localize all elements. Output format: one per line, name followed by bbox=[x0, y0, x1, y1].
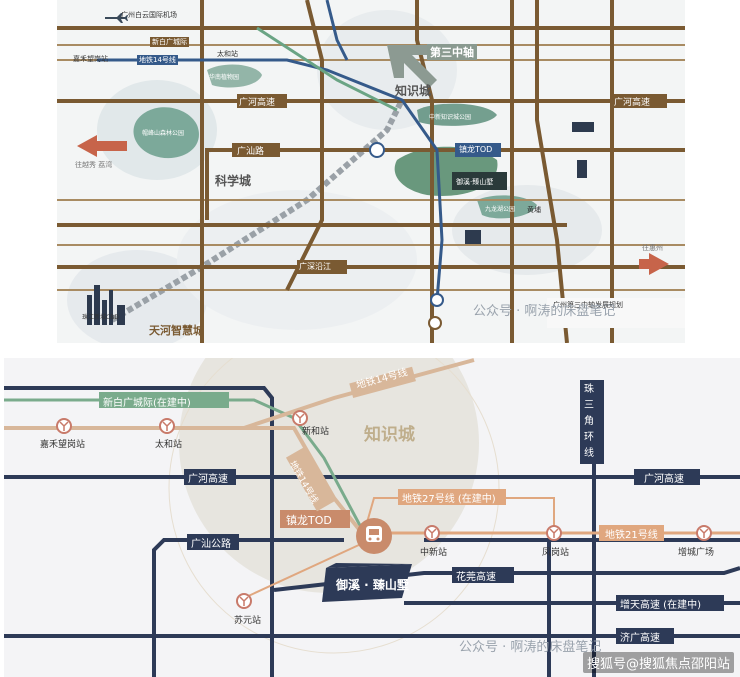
guanghe-label-east: 广河高速 bbox=[614, 98, 651, 108]
metro-station-icon bbox=[236, 593, 252, 609]
metro-station-icon bbox=[546, 525, 562, 541]
zhenlong-tod-label: 镇龙TOD bbox=[286, 514, 332, 527]
metro-line-branch bbox=[243, 537, 375, 599]
building-icon bbox=[572, 122, 594, 132]
jiahe-station-label: 嘉禾望岗站 bbox=[73, 55, 108, 63]
guangshen-label: 广深沿江 bbox=[299, 262, 331, 271]
fenggang-station-label: 凤岗站 bbox=[542, 548, 570, 558]
metro-station-icon bbox=[159, 418, 175, 434]
right-arrow-label: 往惠州 bbox=[642, 244, 663, 252]
station-marker bbox=[428, 316, 442, 330]
huawan-label: 花莞高速 bbox=[456, 572, 496, 583]
park-label: 中新知识城公园 bbox=[429, 114, 472, 121]
zhongxin-station-label: 中新站 bbox=[420, 548, 448, 558]
park-area bbox=[477, 195, 537, 219]
xinbai-label: 新白广城际(在建中) bbox=[103, 398, 191, 409]
train-icon bbox=[356, 518, 392, 554]
label-box bbox=[99, 366, 724, 644]
taihe-station-label: 太和站 bbox=[155, 440, 183, 450]
tianhe-label: 天河智慧城 bbox=[149, 324, 204, 337]
zhenlong-label: 镇龙TOD bbox=[459, 145, 493, 154]
guanghe-east-label: 广河高速 bbox=[644, 474, 684, 485]
project-label: 御溪 · 臻山墅 bbox=[336, 578, 409, 592]
park-area bbox=[133, 107, 199, 159]
park-area bbox=[417, 103, 497, 126]
park-label: 帽峰山森林公园 bbox=[142, 130, 185, 137]
bottom-map-canvas bbox=[4, 358, 740, 677]
suyuan-station-label: 苏元站 bbox=[234, 616, 262, 626]
xinhe-station-label: 新和站 bbox=[302, 427, 330, 437]
top-overview-map: 广州白云国际机场 地铁14号线 新白广城际 第三中轴 知识城 科学城 天河智慧城… bbox=[57, 0, 685, 343]
metro-station-icon bbox=[56, 418, 72, 434]
zengcheng-station-label: 增城广场 bbox=[678, 548, 715, 558]
airport-label: 广州白云国际机场 bbox=[121, 11, 177, 19]
metro-station-icon bbox=[424, 525, 440, 541]
project-label: 御溪·臻山墅 bbox=[456, 178, 494, 186]
pearl-delta-label: 珠三角环线 bbox=[584, 384, 594, 459]
watermark-sohu: 搜狐号@搜狐焦点邵阳站 bbox=[582, 652, 734, 673]
taihe-station-label: 太和站 bbox=[217, 50, 238, 58]
jiahe-station-label: 嘉禾望岗站 bbox=[40, 440, 86, 450]
road-vertical-left bbox=[4, 386, 274, 677]
jiguang-label: 济广高速 bbox=[620, 633, 660, 644]
project-pin bbox=[322, 563, 412, 602]
vertical-road-curve bbox=[285, 0, 324, 291]
guangshan-label: 广汕公路 bbox=[191, 539, 231, 550]
airplane-icon bbox=[105, 13, 128, 23]
road-label-box bbox=[232, 94, 667, 274]
zhenlong-station-marker bbox=[369, 142, 385, 158]
metro-line-blue bbox=[97, 58, 444, 301]
third-axis-arrow bbox=[387, 45, 437, 88]
vertical-road-curve bbox=[535, 0, 569, 343]
line27-label: 地铁27号线 (在建中) bbox=[402, 494, 496, 505]
park-label: 华南植物园 bbox=[209, 74, 240, 81]
zengtian-label: 增天高速 (在建中) bbox=[620, 600, 701, 611]
guanghe-label: 广河高速 bbox=[239, 98, 276, 108]
intercity-line-green bbox=[256, 26, 398, 112]
station-marker bbox=[430, 293, 444, 307]
metro-line-blue bbox=[325, 0, 349, 61]
skyline-icon bbox=[87, 285, 125, 325]
xinbai-label: 新白广城际 bbox=[150, 37, 189, 47]
metro-station-icon bbox=[292, 410, 308, 426]
building-icon bbox=[465, 230, 481, 244]
guangshan-road bbox=[152, 538, 344, 677]
cbd-label: 珠江新城CBD bbox=[82, 314, 119, 321]
project-pin bbox=[452, 172, 507, 190]
line21-label: 地铁21号线 bbox=[605, 530, 658, 541]
zhishicheng-label: 知识城 bbox=[395, 84, 432, 98]
left-arrow-icon bbox=[77, 135, 127, 157]
line14-label: 地铁14号线 bbox=[137, 55, 178, 65]
zone-ring bbox=[168, 358, 500, 654]
right-arrow-icon bbox=[639, 253, 669, 275]
bottom-route-map: 新白广城际(在建中) 地铁14号线 知识城 嘉禾望岗站 太和站 新和站 广河高速… bbox=[4, 358, 740, 677]
guanghe-west-label: 广河高速 bbox=[188, 474, 228, 485]
park-label: 九龙湖公园 bbox=[485, 206, 516, 213]
watermark: 公众号 · 啊涛的床盘笔记 bbox=[473, 304, 616, 319]
park-area bbox=[207, 64, 262, 88]
huangpu-label: 黄埔 bbox=[527, 206, 541, 214]
building-icon bbox=[577, 160, 587, 178]
metro-station-icon bbox=[696, 525, 712, 541]
guangshan-label: 广汕路 bbox=[237, 147, 265, 157]
kexuecheng-label: 科学城 bbox=[215, 174, 252, 188]
label-box bbox=[285, 446, 337, 512]
zhishicheng-label: 知识城 bbox=[364, 425, 415, 445]
banner-box bbox=[547, 298, 685, 328]
top-map-canvas bbox=[57, 0, 685, 343]
left-arrow-label: 往越秀 荔湾 bbox=[75, 161, 113, 169]
metro-line-14-northeast bbox=[243, 358, 475, 430]
third-axis-label: 第三中轴 bbox=[427, 44, 477, 60]
banner-label: 广州第三中轴发展规划 bbox=[553, 301, 623, 309]
watermark: 公众号 · 啊涛的床盘笔记 bbox=[459, 640, 602, 655]
